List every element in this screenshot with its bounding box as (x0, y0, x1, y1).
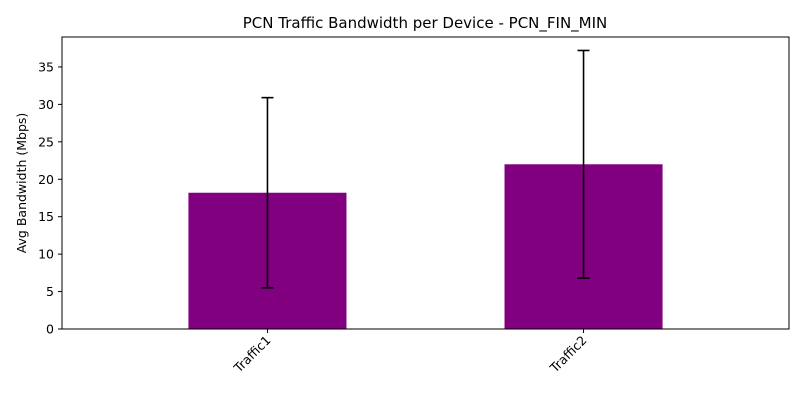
y-tick-label: 25 (38, 134, 54, 149)
x-tick-label-traffic1: Traffic1 (230, 333, 273, 376)
y-axis-label: Avg Bandwidth (Mbps) (14, 113, 29, 254)
y-tick-label: 10 (38, 247, 54, 262)
y-tick-label: 20 (38, 172, 54, 187)
x-tick-label-traffic2: Traffic2 (546, 333, 589, 376)
y-tick-label: 30 (38, 97, 54, 112)
y-tick-label: 0 (46, 322, 54, 337)
y-tick-label: 5 (46, 284, 54, 299)
chart-title: PCN Traffic Bandwidth per Device - PCN_F… (243, 14, 608, 33)
y-tick-label: 35 (38, 59, 54, 74)
y-tick-label: 15 (38, 209, 54, 224)
axes-frame (61, 36, 790, 330)
